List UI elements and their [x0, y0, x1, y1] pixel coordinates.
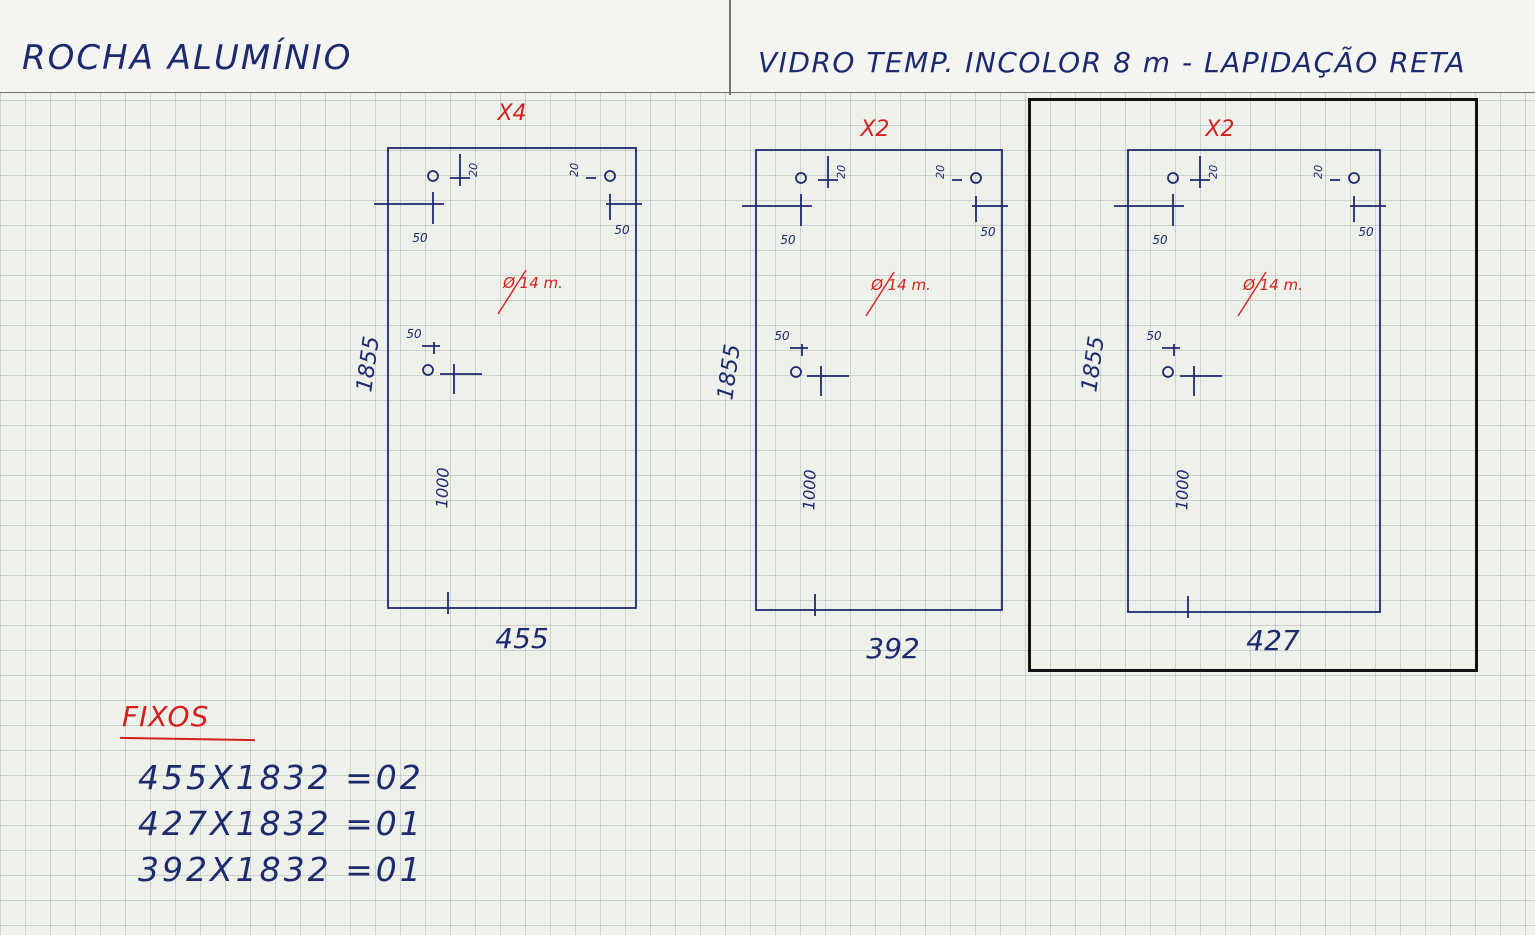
fixos-line-2: 427X1832 =01: [138, 804, 424, 843]
fixos-title: FIXOS: [122, 700, 210, 733]
panel-2-hole-middle: [790, 366, 802, 378]
panel-2-top-offset-right: 20: [934, 165, 947, 179]
header-divider: [729, 0, 731, 95]
panel-2-hole-diameter-label: Ø 14 m.: [870, 276, 931, 294]
highlighted-panel-frame: [1028, 98, 1478, 672]
panel-3-hole-middle: [1162, 366, 1174, 378]
panel-1-hole-top-right: [604, 170, 616, 182]
panel-2-middle-offset-label: 50: [774, 329, 790, 343]
panel-3-middle-offset-label: 50: [1146, 329, 1162, 343]
panel-2-height-label: 1855: [713, 343, 746, 402]
panel-1-side-offset-right: 50: [614, 223, 630, 237]
panel-1-middle-offset-label: 50: [406, 327, 422, 341]
panel-2-outline: [755, 149, 1003, 611]
panel-1-width-label: 455: [495, 622, 548, 655]
panel-3-hole-top-left: [1167, 172, 1179, 184]
fixos-line-3: 392X1832 =01: [138, 850, 424, 889]
panel-2-diameter-slash: [865, 271, 895, 317]
panel-1-hole-diameter-label: Ø 14 m.: [502, 274, 563, 292]
panel-2-quantity-label: X2: [859, 117, 889, 142]
panel-2-hole-top-right: [970, 172, 982, 184]
panel-1-quantity-label: X4: [496, 101, 526, 126]
panel-1-side-offset-left: 50: [412, 231, 428, 245]
panel-3-top-offset-right: 20: [1312, 165, 1325, 179]
panel-2-top-offset-left: 20: [835, 165, 848, 179]
panel-2-hole-top-left: [795, 172, 807, 184]
panel-1-outline: [387, 147, 637, 609]
glass-spec-title: VIDRO TEMP. INCOLOR 8 m - LAPIDAÇÃO RETA: [758, 46, 1467, 79]
panel-1-hole-height-label: 1000: [432, 467, 452, 508]
panel-1-hole-middle: [422, 364, 434, 376]
panel-2-side-offset-right: 50: [980, 225, 996, 239]
panel-1-top-offset-right: 20: [568, 163, 581, 177]
panel-3-hole-height-label: 1000: [1172, 469, 1192, 510]
panel-2-width-label: 392: [866, 632, 919, 665]
panel-1-diameter-slash: [497, 269, 527, 315]
panel-3-width-label: 427: [1246, 624, 1300, 657]
panel-1-top-offset-left: 20: [467, 163, 480, 177]
panel-3-hole-top-right: [1348, 172, 1360, 184]
panel-2-hole-height-label: 1000: [799, 469, 819, 510]
panel-3-hole-diameter-label: Ø 14 m.: [1242, 276, 1303, 294]
panel-3-side-offset-left: 50: [1152, 233, 1168, 247]
header-band: [0, 0, 1535, 93]
panel-3-side-offset-right: 50: [1358, 225, 1374, 239]
panel-3-diameter-slash: [1237, 271, 1267, 317]
panel-3-outline: [1127, 149, 1381, 613]
panel-1-height-label: 1855: [352, 335, 385, 394]
panel-3-quantity-label: X2: [1204, 117, 1234, 142]
supplier-title: ROCHA ALUMÍNIO: [22, 38, 353, 78]
panel-2-side-offset-left: 50: [780, 233, 796, 247]
panel-3-top-offset-left: 20: [1207, 165, 1220, 179]
fixos-line-1: 455X1832 =02: [138, 758, 424, 797]
panel-1-hole-top-left: [427, 170, 439, 182]
